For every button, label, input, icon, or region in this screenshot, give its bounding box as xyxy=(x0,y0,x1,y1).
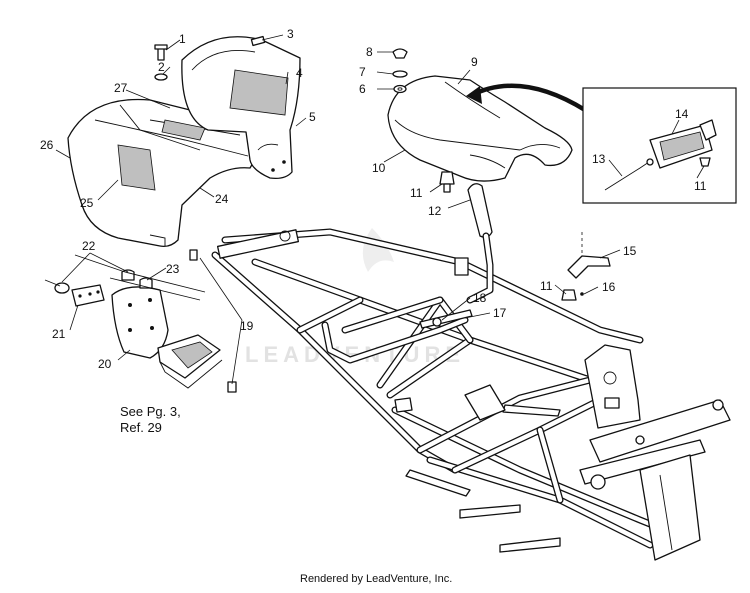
callout-21: 21 xyxy=(52,327,66,341)
callout-11-bracket: 11 xyxy=(540,279,553,293)
callout-24: 24 xyxy=(215,192,229,206)
callout-1: 1 xyxy=(179,32,186,46)
fender-bolt-group xyxy=(154,35,266,81)
callout-2: 2 xyxy=(158,60,165,74)
reference-note-line1: See Pg. 3, xyxy=(120,404,181,419)
rear-fender xyxy=(67,98,263,248)
callout-14: 14 xyxy=(675,107,689,121)
reference-note-line2: Ref. 29 xyxy=(120,420,162,435)
callout-11-seat: 11 xyxy=(410,186,423,200)
callout-15: 15 xyxy=(623,244,637,258)
callout-4: 4 xyxy=(296,66,303,80)
skid-plate xyxy=(157,249,237,393)
reference-note: See Pg. 3, Ref. 29 xyxy=(120,404,181,435)
callout-20: 20 xyxy=(98,357,112,371)
seat-bumper-group xyxy=(392,48,408,94)
callout-5: 5 xyxy=(309,110,316,124)
callout-8: 8 xyxy=(366,45,373,59)
callout-13: 13 xyxy=(592,152,606,166)
callout-22: 22 xyxy=(82,239,96,253)
callout-11-inset: 11 xyxy=(694,179,707,193)
callout-25: 25 xyxy=(80,196,94,210)
frame-assembly xyxy=(211,228,731,561)
callout-19: 19 xyxy=(240,319,254,333)
callout-10: 10 xyxy=(372,161,386,175)
latch-bracket xyxy=(561,232,611,301)
callout-9: 9 xyxy=(471,55,478,69)
callout-27: 27 xyxy=(114,81,128,95)
seat xyxy=(387,75,587,182)
callout-18: 18 xyxy=(473,291,487,305)
callout-26: 26 xyxy=(40,138,54,152)
callout-12: 12 xyxy=(428,204,442,218)
seat-bolt xyxy=(439,171,455,193)
flap-bracket-plate xyxy=(44,254,206,307)
latch-detail-inset xyxy=(582,87,737,204)
callout-labels: 1 2 3 4 5 6 7 8 9 10 11 11 11 12 13 14 1… xyxy=(40,27,707,371)
callout-16: 16 xyxy=(602,280,616,294)
callout-6: 6 xyxy=(359,82,366,96)
footer-credit: Rendered by LeadVenture, Inc. xyxy=(300,573,452,585)
leader-lines xyxy=(55,34,705,385)
upper-fender-panel xyxy=(181,36,301,180)
callout-23: 23 xyxy=(166,262,180,276)
callout-17: 17 xyxy=(493,306,507,320)
callout-7: 7 xyxy=(359,65,366,79)
callout-3: 3 xyxy=(287,27,294,41)
handle-grip xyxy=(466,183,494,304)
